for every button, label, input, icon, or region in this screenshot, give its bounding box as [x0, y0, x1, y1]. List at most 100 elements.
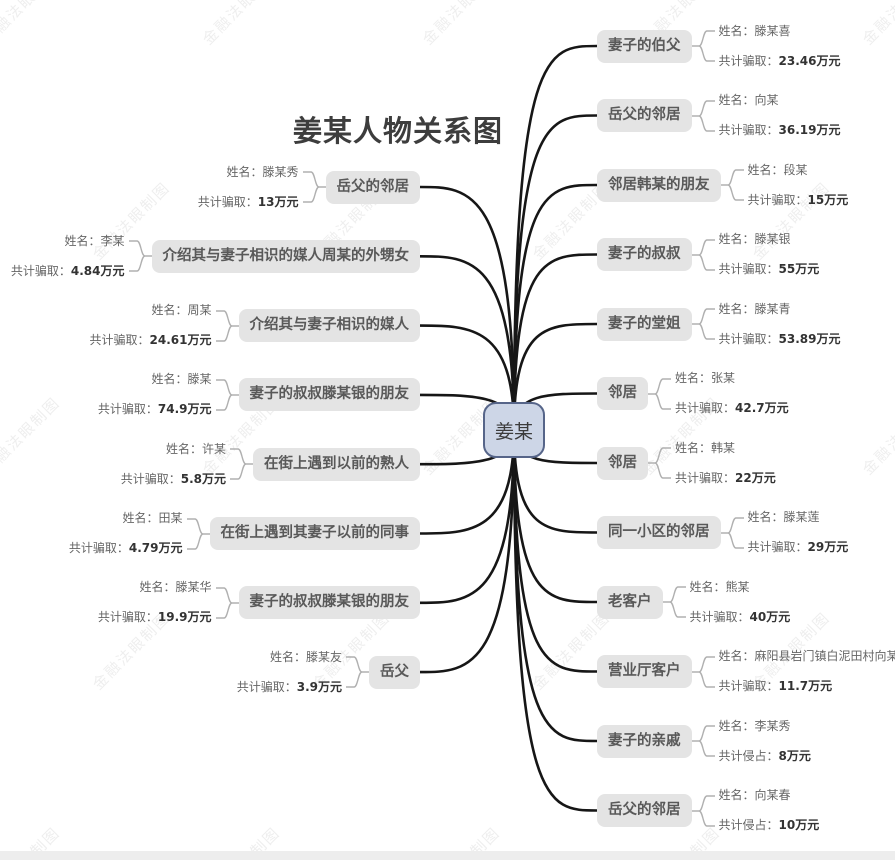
- annotation-block: 姓名：周某 共计骗取：24.61万元: [86, 298, 216, 354]
- brace-connector-icon: [691, 655, 715, 688]
- annotation-block: 姓名：滕某 共计骗取：74.9万元: [94, 367, 216, 423]
- person-name: 姓名：麻阳县岩门镇白泥田村向某: [718, 649, 895, 663]
- amount-label: 共计骗取：: [675, 470, 736, 485]
- amount-value: 36.19万元: [778, 123, 841, 137]
- relation-node: 妻子的亲戚: [597, 724, 692, 758]
- relation-row: 姓名：滕某华 共计骗取：19.9万元 妻子的叔叔滕某银的朋友: [94, 575, 420, 631]
- relation-edge: [512, 428, 599, 743]
- amount-value: 13万元: [257, 194, 299, 209]
- annotation-block: 姓名：滕某银 共计骗取：55万元: [715, 227, 824, 283]
- amount-line: 共计骗取：40万元: [690, 609, 791, 626]
- brace-connector-icon: [691, 725, 715, 757]
- annotation-block: 姓名：韩某 共计骗取：22万元: [671, 435, 780, 491]
- amount-label: 共计骗取：: [236, 679, 297, 694]
- person-name: 姓名：滕某莲: [747, 510, 820, 524]
- person-name: 姓名：滕某华: [139, 580, 212, 595]
- amount-value: 40万元: [749, 609, 791, 624]
- annotation-block: 姓名：麻阳县岩门镇白泥田村向某 共计骗取：11.7万元: [715, 644, 895, 700]
- amount-value: 74.9万元: [157, 402, 212, 417]
- annotation-block: 姓名：段某 共计骗取：15万元: [744, 157, 853, 213]
- annotation-block: 姓名：向某 共计骗取：36.19万元: [715, 88, 845, 144]
- relation-row: 姓名：滕某青 共计骗取：53.89万元 妻子的堂姐: [597, 296, 844, 352]
- relation-node: 妻子的叔叔滕某银的朋友: [238, 378, 420, 412]
- relation-node: 邻居: [597, 446, 648, 480]
- relation-node: 妻子的叔叔: [597, 238, 692, 271]
- relation-row: 姓名：韩某 共计骗取：22万元 邻居: [597, 435, 780, 491]
- relation-row: 姓名：滕某莲 共计骗取：29万元 同一小区的邻居: [597, 505, 852, 561]
- relation-edge: [418, 428, 516, 674]
- brace-connector-icon: [648, 447, 671, 479]
- relation-edge: [512, 183, 599, 432]
- annotation-block: 姓名：田某 共计骗取：4.79万元: [65, 506, 187, 562]
- relation-row: 姓名：滕某喜 共计骗取：23.46万元 妻子的伯父: [597, 18, 844, 74]
- relation-row: 姓名：许某 共计骗取：5.8万元 在街上遇到以前的熟人: [117, 436, 420, 492]
- annotation-block: 姓名：李某 共计骗取：4.84万元: [7, 228, 129, 284]
- relation-row: 姓名：滕某银 共计骗取：55万元 妻子的叔叔: [597, 227, 823, 283]
- bottom-strip: [0, 851, 895, 860]
- brace-connector-icon: [215, 309, 239, 342]
- amount-value: 55万元: [778, 262, 820, 276]
- amount-value: 4.79万元: [128, 541, 183, 555]
- diagram-title: 姜某人物关系图: [292, 114, 503, 148]
- person-name: 姓名：滕某秀: [226, 164, 299, 179]
- relation-node: 在街上遇到其妻子以前的同事: [209, 517, 420, 550]
- brace-connector-icon: [215, 379, 239, 411]
- person-name: 姓名：滕某青: [718, 301, 791, 316]
- annotation-block: 姓名：滕某莲 共计骗取：29万元: [744, 505, 853, 561]
- relation-node: 邻居韩某的朋友: [597, 168, 721, 202]
- amount-line: 共计骗取：4.84万元: [11, 263, 125, 280]
- relation-row: 姓名：麻阳县岩门镇白泥田村向某 共计骗取：11.7万元 营业厅客户: [597, 644, 895, 700]
- amount-value: 11.7万元: [778, 679, 833, 693]
- brace-connector-icon: [662, 586, 686, 618]
- relation-node: 岳父的邻居: [325, 170, 420, 204]
- brace-connector-icon: [720, 169, 744, 201]
- person-name: 姓名：向某: [718, 93, 779, 107]
- relation-row: 姓名：熊某 共计骗取：40万元 老客户: [597, 574, 794, 630]
- relation-edge: [512, 428, 599, 812]
- brace-connector-icon: [720, 516, 744, 549]
- brace-connector-icon: [691, 30, 715, 62]
- amount-line: 共计侵占：8万元: [719, 748, 811, 765]
- amount-line: 共计骗取：74.9万元: [98, 401, 212, 418]
- person-name: 姓名：滕某银: [718, 232, 791, 246]
- relation-row: 姓名：滕某 共计骗取：74.9万元 妻子的叔叔滕某银的朋友: [94, 367, 420, 423]
- annotation-block: 姓名：许某 共计骗取：5.8万元: [117, 436, 230, 492]
- brace-connector-icon: [128, 240, 152, 272]
- amount-line: 共计侵占：10万元: [719, 817, 820, 834]
- relation-row: 姓名：田某 共计骗取：4.79万元 在街上遇到其妻子以前的同事: [65, 506, 420, 562]
- relation-node: 妻子的叔叔滕某银的朋友: [238, 586, 420, 620]
- brace-connector-icon: [346, 656, 369, 688]
- amount-line: 共计骗取：55万元: [719, 261, 820, 278]
- person-name: 姓名：向某春: [718, 788, 791, 802]
- relation-row: 姓名：向某 共计骗取：36.19万元 岳父的邻居: [597, 88, 844, 144]
- annotation-block: 姓名：滕某喜 共计骗取：23.46万元: [715, 18, 845, 74]
- relation-node: 介绍其与妻子相识的媒人周某的外甥女: [151, 239, 420, 273]
- relation-row: 姓名：张某 共计骗取：42.7万元 邻居: [597, 366, 793, 422]
- amount-label: 共计骗取：: [97, 610, 158, 625]
- relation-node: 在街上遇到以前的熟人: [253, 447, 420, 481]
- person-name: 姓名：李某秀: [718, 718, 791, 733]
- relation-edge: [418, 428, 516, 535]
- amount-label: 共计骗取：: [747, 540, 808, 554]
- person-name: 姓名：田某: [122, 511, 183, 525]
- amount-value: 29万元: [807, 540, 849, 554]
- amount-label: 共计骗取：: [120, 471, 181, 486]
- relation-node: 岳父: [369, 655, 420, 689]
- amount-label: 共计骗取：: [10, 263, 71, 278]
- brace-connector-icon: [302, 171, 326, 203]
- amount-line: 共计骗取：11.7万元: [719, 678, 895, 695]
- annotation-block: 姓名：张某 共计骗取：42.7万元: [671, 366, 793, 422]
- amount-label: 共计骗取：: [97, 402, 158, 417]
- brace-connector-icon: [186, 517, 210, 550]
- amount-label: 共计骗取：: [89, 333, 150, 348]
- amount-label: 共计侵占：: [718, 748, 779, 763]
- brace-connector-icon: [691, 794, 715, 827]
- person-name: 姓名：周某: [151, 303, 212, 318]
- annotation-block: 姓名：滕某友 共计骗取：3.9万元: [233, 644, 346, 700]
- amount-label: 共计骗取：: [718, 123, 779, 137]
- amount-label: 共计骗取：: [718, 331, 779, 346]
- relation-node: 介绍其与妻子相识的媒人: [238, 309, 420, 343]
- person-name: 姓名：熊某: [689, 579, 750, 594]
- relation-edge: [512, 322, 599, 432]
